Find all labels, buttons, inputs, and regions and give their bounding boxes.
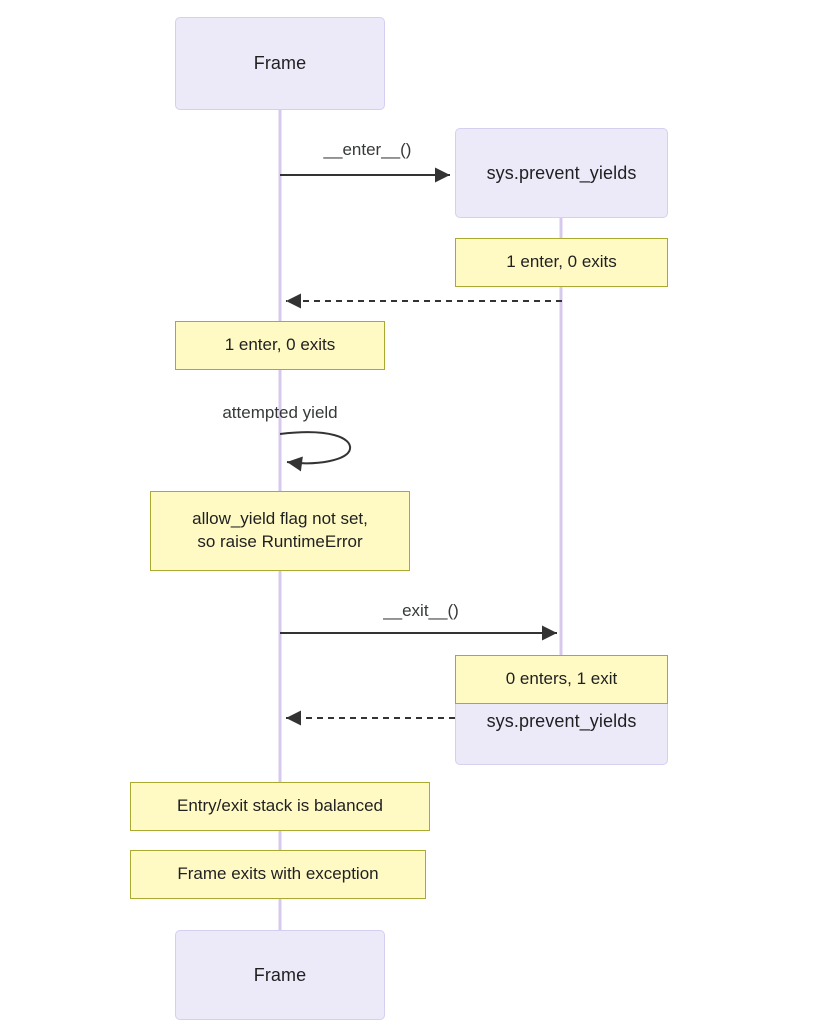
participant-sys-prevent-yields-top[interactable]: sys.prevent_yields	[455, 128, 668, 218]
message-label-enter: __enter__()	[323, 140, 412, 159]
message-label-exit: __exit__()	[383, 601, 459, 620]
note-sys-exit-count: 0 enters, 1 exit	[455, 655, 668, 704]
participant-label: sys.prevent_yields	[486, 162, 637, 183]
note-frame-exits-exception: Frame exits with exception	[130, 850, 426, 899]
participant-frame-bottom[interactable]: Frame	[175, 930, 385, 1020]
participant-label: Frame	[253, 53, 307, 73]
message-label-attempted-yield: attempted yield	[222, 403, 338, 422]
note-sys-enter-count: 1 enter, 0 exits	[455, 238, 668, 287]
note-allow-yield-flag: allow_yield flag not set, so raise Runti…	[150, 491, 410, 571]
participant-label: sys.prevent_yields	[486, 711, 637, 731]
note-stack-balanced: Entry/exit stack is balanced	[130, 782, 430, 831]
participant-frame-top[interactable]: Frame	[175, 17, 385, 110]
note-frame-enter-count: 1 enter, 0 exits	[175, 321, 385, 370]
participant-label: Frame	[253, 964, 307, 985]
